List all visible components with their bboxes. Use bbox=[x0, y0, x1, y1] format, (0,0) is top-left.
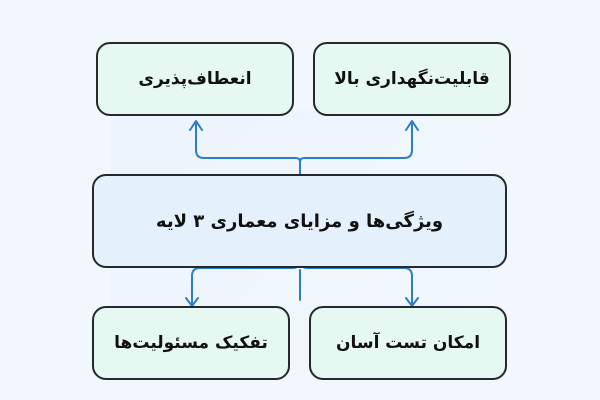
node-easy-testing: امکان تست آسان bbox=[309, 306, 507, 380]
node-label: انعطاف‌پذیری bbox=[138, 69, 252, 89]
node-maintainability: قابلیت‌نگهداری بالا bbox=[313, 42, 511, 116]
node-label: تفکیک مسئولیت‌ها bbox=[114, 333, 268, 353]
node-label: ویژگی‌ها و مزایای معماری ۳ لایه bbox=[155, 210, 444, 232]
node-label: قابلیت‌نگهداری بالا bbox=[334, 69, 490, 89]
node-center-title: ویژگی‌ها و مزایای معماری ۳ لایه bbox=[92, 174, 507, 268]
node-label: امکان تست آسان bbox=[335, 333, 481, 353]
node-separation-of-concerns: تفکیک مسئولیت‌ها bbox=[92, 306, 290, 380]
arrow-to-maintainability bbox=[299, 121, 413, 163]
node-flexibility: انعطاف‌پذیری bbox=[96, 42, 294, 116]
